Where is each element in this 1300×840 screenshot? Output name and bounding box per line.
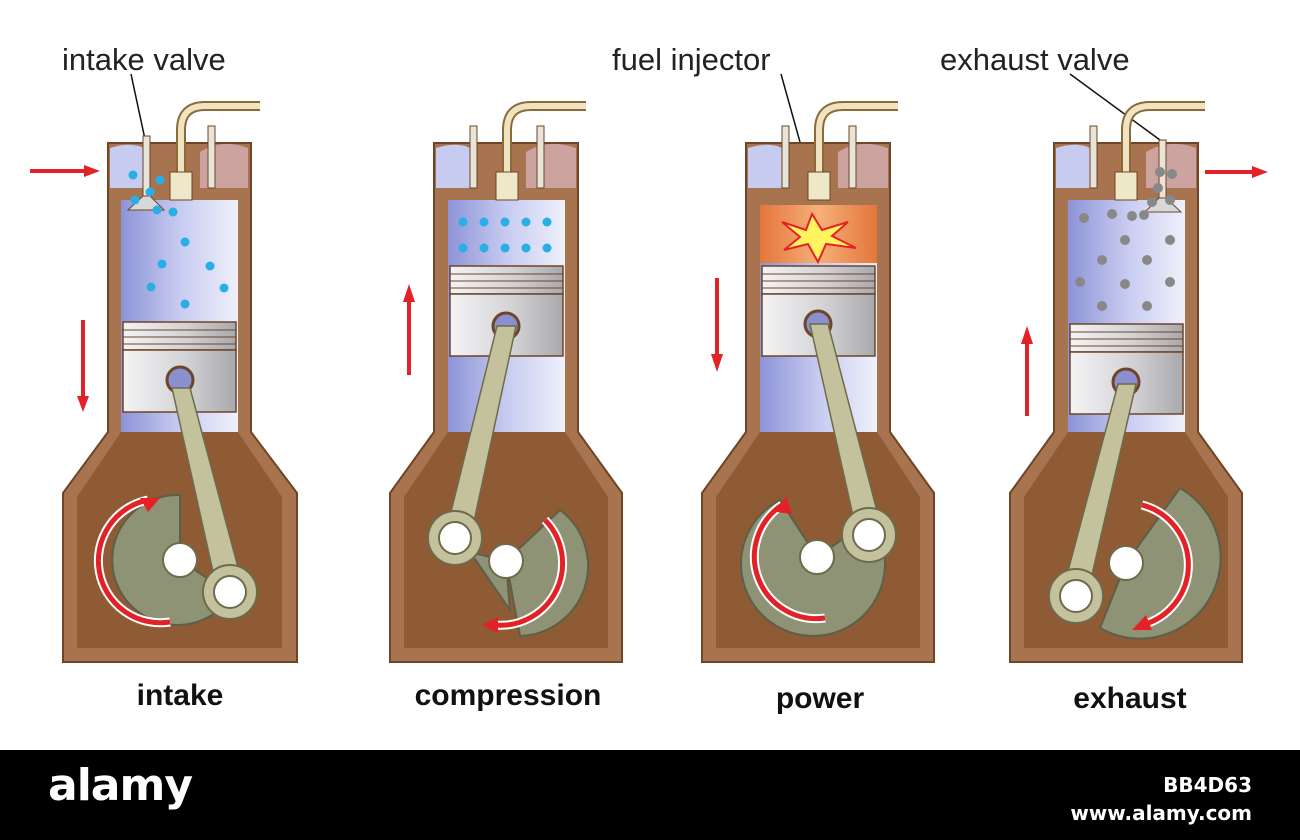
watermark-footer (0, 750, 1300, 840)
compressed-particles (458, 217, 552, 253)
engine-intake (62, 101, 298, 663)
exhaust-valve-callout: exhaust valve (940, 42, 1130, 77)
intake-flow-arrow (30, 165, 100, 177)
exhaust-valve-leader (1069, 73, 1161, 141)
piston-down-arrow (77, 320, 89, 412)
exhaust-particles (1075, 167, 1177, 311)
site-url: www.alamy.com (1070, 801, 1252, 825)
fuel-injector (169, 101, 260, 201)
fuel-injector-callout: fuel injector (612, 42, 771, 77)
stroke-label-compression: compression (415, 679, 602, 712)
piston-up-arrow (1021, 326, 1033, 416)
intake-particles (128, 170, 229, 309)
piston-up-arrow (403, 284, 415, 375)
four-stroke-engine-diagram: intake valve fuel injector exhaust valve (30, 42, 1268, 715)
piston-down-arrow (711, 278, 723, 372)
stroke-label-exhaust: exhaust (1073, 682, 1186, 715)
intake-valve-callout: intake valve (62, 42, 226, 77)
ignition-spark-icon (781, 211, 857, 265)
stroke-label-intake: intake (137, 679, 224, 712)
stroke-label-power: power (776, 682, 865, 715)
image-id: BB4D63 (1163, 773, 1252, 797)
alamy-logo: alamy (48, 760, 193, 811)
exhaust-flow-arrow (1205, 166, 1268, 178)
engine-compression (389, 101, 623, 663)
intake-valve-leader (130, 73, 147, 145)
engine-exhaust (1009, 101, 1243, 663)
engine-power (701, 101, 935, 663)
